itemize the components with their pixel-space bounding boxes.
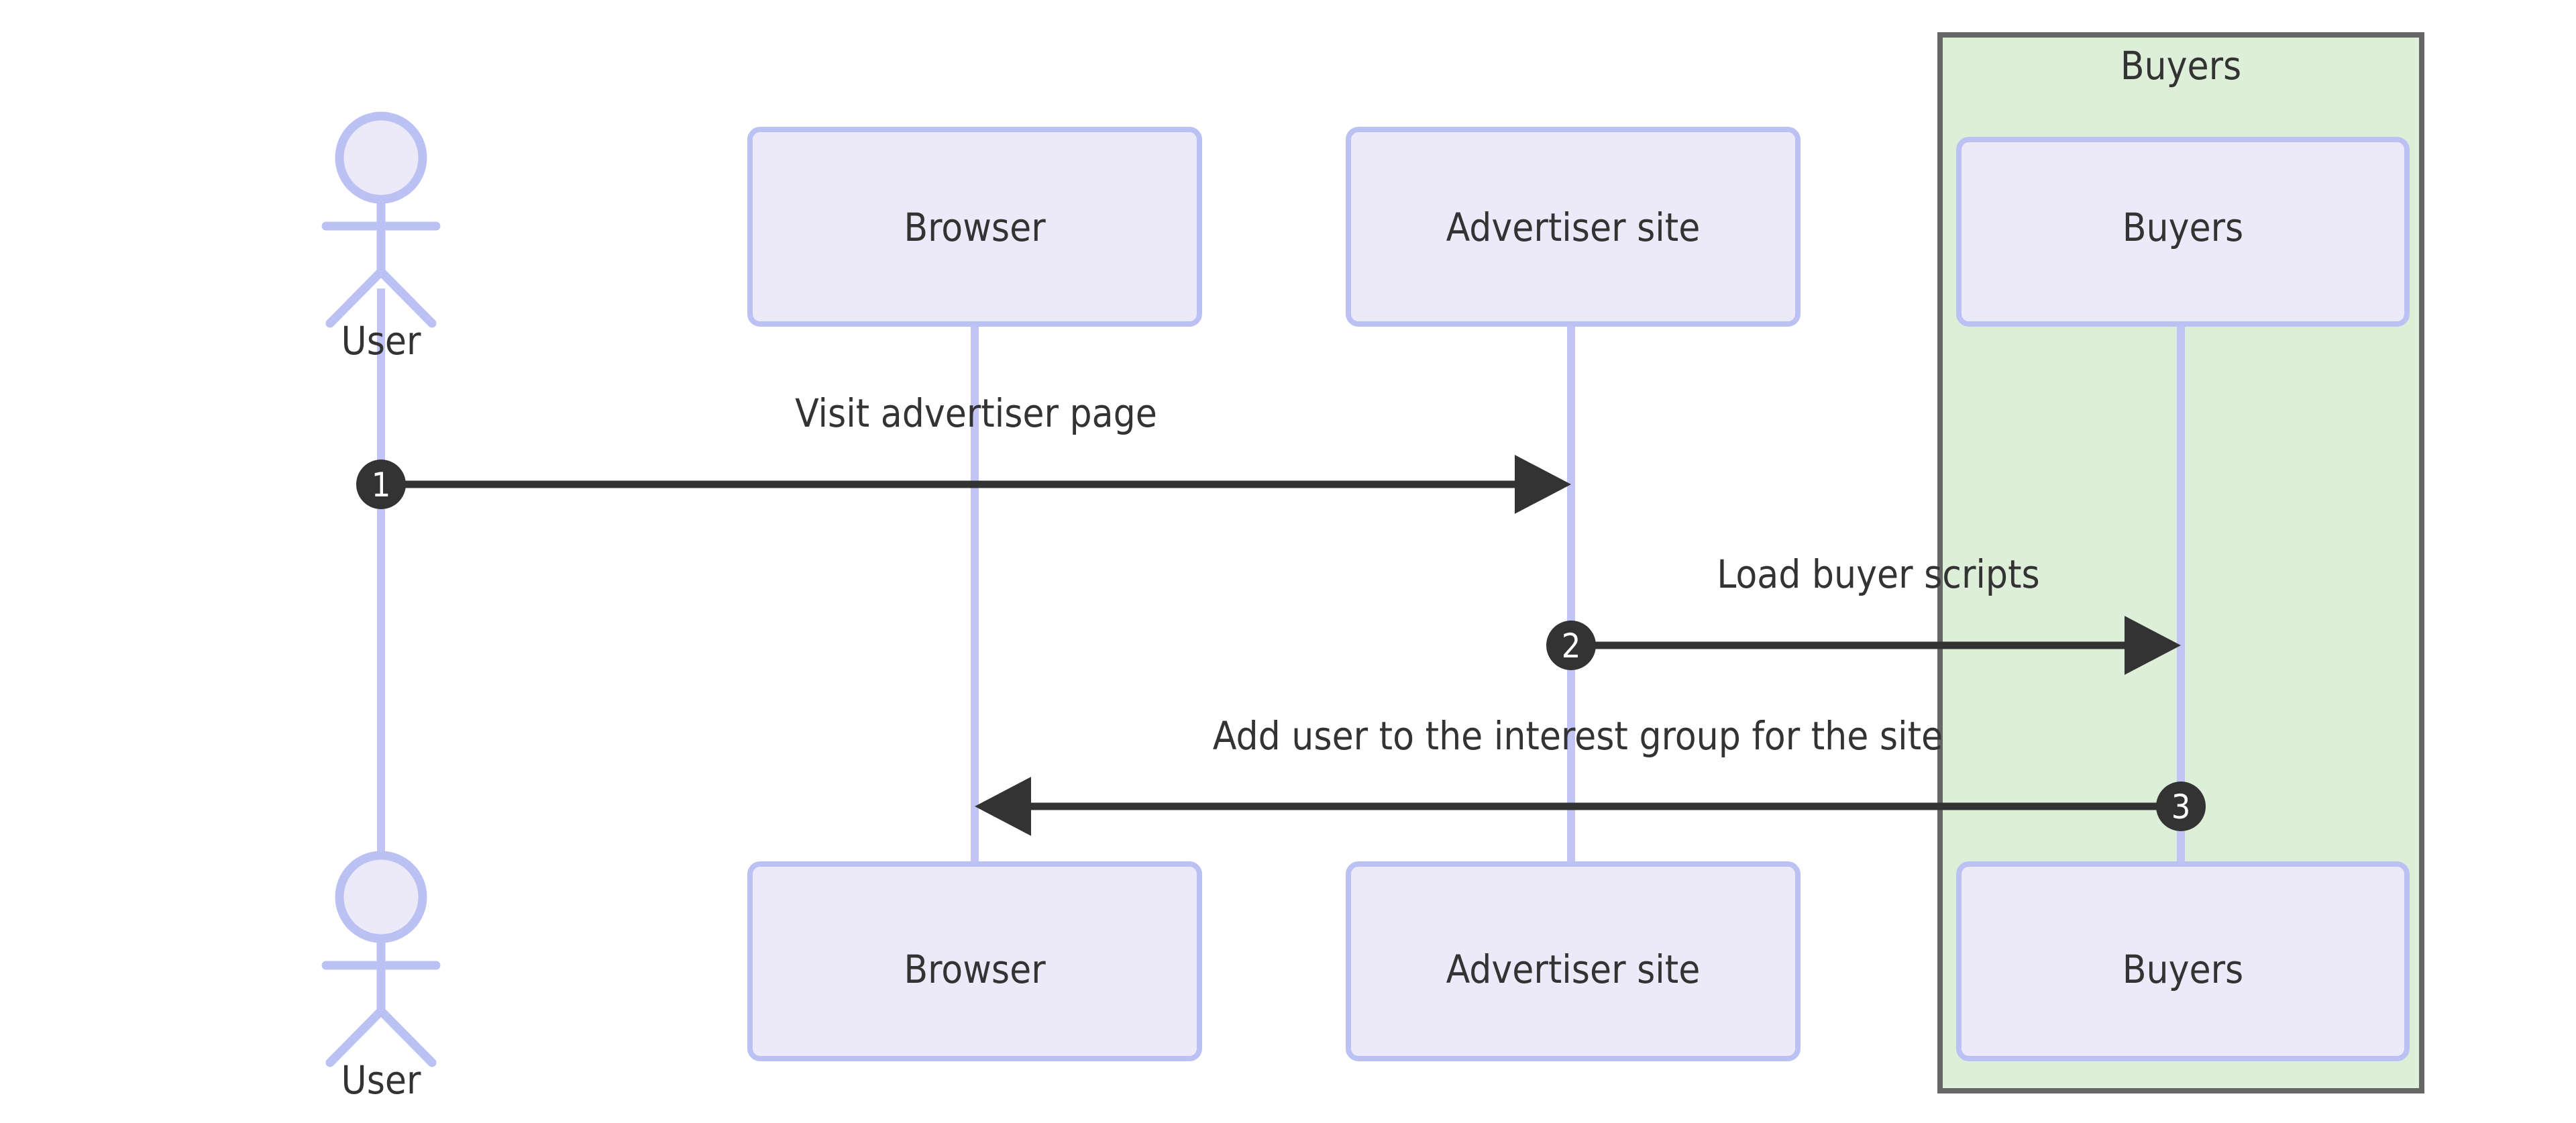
- actor-head-icon: [335, 851, 427, 943]
- participant-buyers-bottom[interactable]: Buyers: [1956, 861, 2410, 1061]
- message-3-badge[interactable]: [2156, 782, 2206, 831]
- message-1-arrowhead: [1515, 455, 1571, 514]
- message-1[interactable]: Visit advertiser page 1: [356, 390, 1571, 514]
- message-2-number: 2: [1562, 627, 1581, 665]
- actor-user-bottom[interactable]: User: [321, 851, 441, 1103]
- participant-advertiser-site-bottom-rect: [1346, 861, 1801, 1061]
- participant-advertiser-site-top[interactable]: Advertiser site: [1346, 127, 1801, 327]
- actor-head-icon: [335, 111, 427, 204]
- participant-advertiser-site-bottom[interactable]: Advertiser site: [1346, 861, 1801, 1061]
- participant-browser-bottom-label: Browser: [904, 947, 1046, 992]
- message-3-number: 3: [2171, 788, 2191, 826]
- participant-buyers-top-rect: [1956, 137, 2410, 327]
- participant-browser-bottom[interactable]: Browser: [747, 861, 1202, 1061]
- actor-user-top[interactable]: User: [321, 111, 441, 364]
- participant-browser-top[interactable]: Browser: [747, 127, 1202, 327]
- actor-legs-icon: [325, 267, 437, 328]
- lifelines: [377, 288, 2185, 864]
- actor-user-top-label: User: [341, 318, 422, 364]
- message-2[interactable]: Load buyer scripts 2: [1546, 551, 2181, 675]
- participant-buyers-bottom-label: Buyers: [2123, 947, 2244, 992]
- actor-legs-icon: [325, 1006, 437, 1067]
- participant-browser-top-rect: [747, 127, 1202, 327]
- message-1-number: 1: [372, 466, 391, 504]
- actor-user-bottom-label: User: [341, 1057, 422, 1103]
- message-2-badge[interactable]: [1546, 621, 1596, 670]
- participant-browser-bottom-rect: [747, 861, 1202, 1061]
- message-3-arrowhead: [975, 777, 1031, 836]
- message-2-arrowhead: [2125, 616, 2181, 675]
- message-2-label: Load buyer scripts: [1717, 551, 2039, 597]
- participant-advertiser-site-top-rect: [1346, 127, 1801, 327]
- message-1-label: Visit advertiser page: [795, 390, 1157, 436]
- participant-buyers-top-label: Buyers: [2123, 205, 2244, 250]
- participant-advertiser-site-bottom-label: Advertiser site: [1446, 947, 1701, 992]
- message-3-label: Add user to the interest group for the s…: [1213, 713, 1943, 759]
- participant-buyers-bottom-rect: [1956, 861, 2410, 1061]
- participant-buyers-top[interactable]: Buyers: [1956, 137, 2410, 327]
- message-3[interactable]: Add user to the interest group for the s…: [975, 713, 2206, 836]
- message-1-badge[interactable]: [356, 460, 406, 509]
- participant-browser-top-label: Browser: [904, 205, 1046, 250]
- group-buyers-title: Buyers: [2121, 43, 2242, 89]
- participant-advertiser-site-top-label: Advertiser site: [1446, 205, 1701, 250]
